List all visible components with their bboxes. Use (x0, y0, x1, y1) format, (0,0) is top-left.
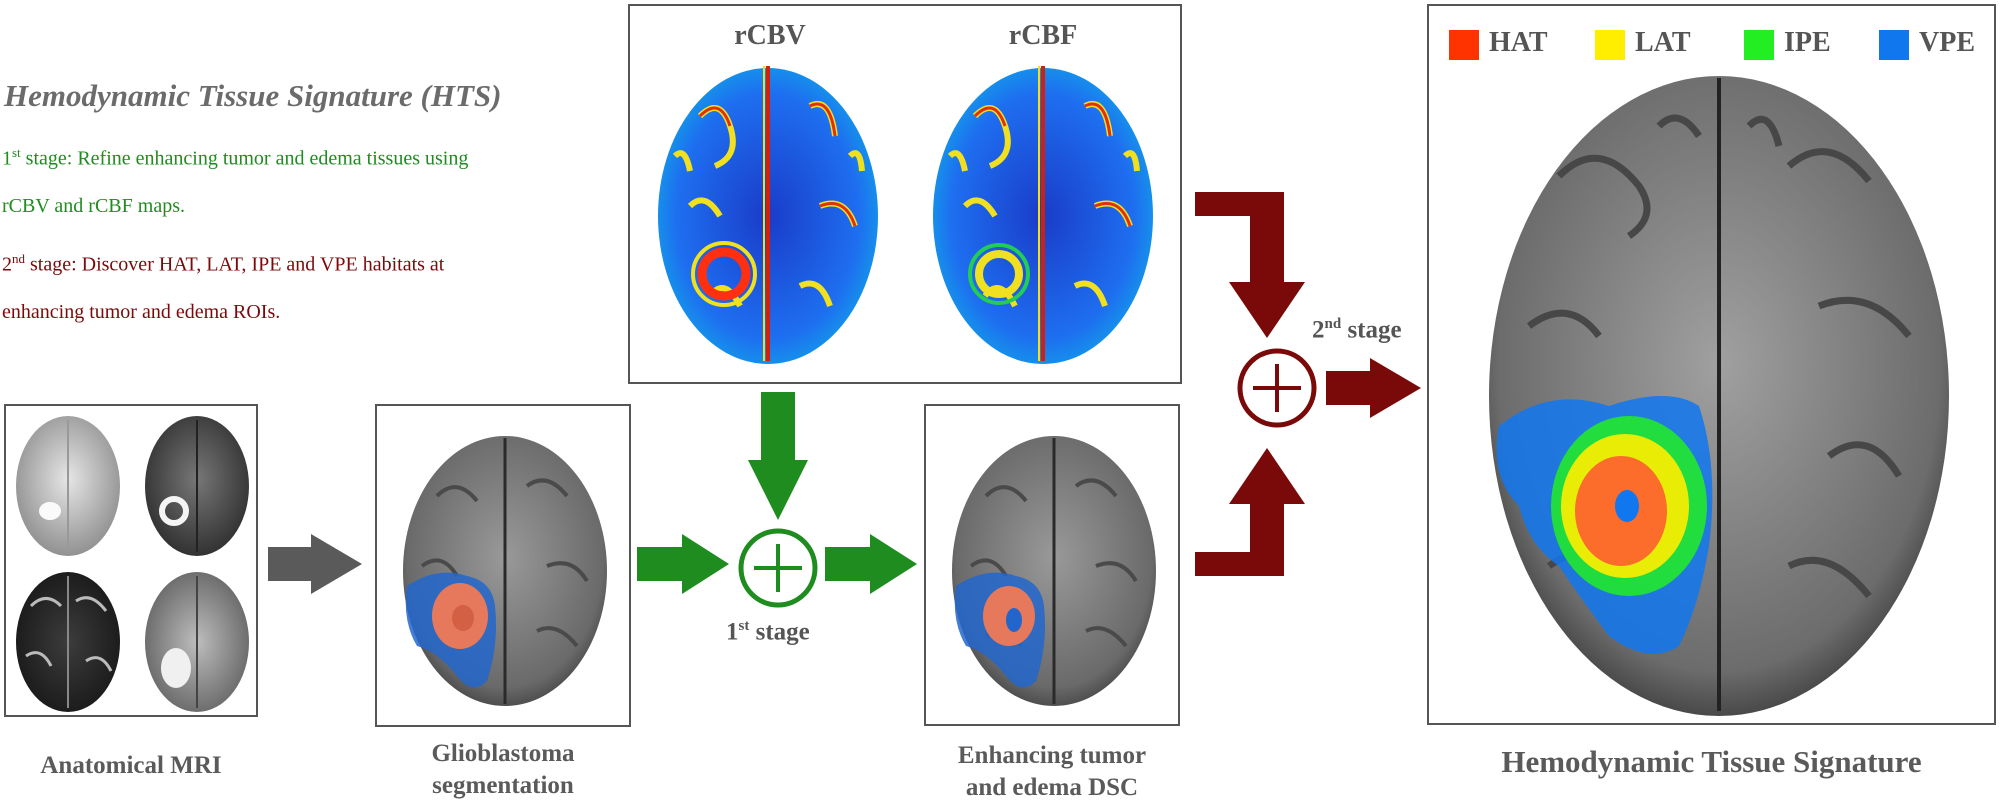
stage2-description-line1: 2nd stage: Discover HAT, LAT, IPE and VP… (2, 251, 445, 276)
enhancing-edema-panel (924, 404, 1180, 726)
segmentation-image (403, 436, 607, 706)
segmentation-caption: Glioblastoma segmentation (431, 740, 575, 799)
maroon-arrow-right (1326, 358, 1421, 418)
anatomical-mri-caption: Anatomical MRI (40, 752, 222, 779)
stage2-description-line2: enhancing tumor and edema ROIs. (2, 301, 281, 323)
rcbv-map-image (658, 66, 878, 364)
perfusion-images (658, 66, 1153, 364)
green-arrow-right (825, 534, 917, 594)
enhancing-edema-caption: Enhancing tumor and edema DSC (957, 742, 1147, 801)
legend-label-lat: LAT (1635, 27, 1691, 58)
legend-swatch-lat (1595, 30, 1625, 60)
maroon-arrow-down (1195, 192, 1305, 338)
enhancing-edema-image (952, 436, 1156, 706)
legend-label-hat: HAT (1489, 27, 1548, 58)
stage2-combine-icon (1237, 348, 1317, 428)
green-arrow-down (748, 392, 808, 520)
gray-arrow (268, 534, 362, 594)
legend-swatch-ipe (1744, 30, 1774, 60)
legend-swatch-hat (1449, 30, 1479, 60)
stage1-label: 1st stage (726, 618, 810, 646)
legend-label-vpe: VPE (1919, 27, 1975, 58)
green-arrow-left (637, 534, 729, 594)
stage1-description-line1: 1st stage: Refine enhancing tumor and ed… (2, 145, 469, 170)
hts-description-title: Hemodynamic Tissue Signature (HTS) (4, 78, 502, 113)
hts-caption: Hemodynamic Tissue Signature (1501, 744, 1922, 779)
anatomical-mri-images (16, 416, 249, 712)
legend-label-ipe: IPE (1784, 27, 1831, 58)
hts-result-panel: HAT LAT IPE VPE (1427, 4, 1996, 725)
stage2-label: 2nd stage (1312, 316, 1402, 344)
rcbf-map-image (933, 66, 1153, 364)
legend-swatch-vpe (1879, 30, 1909, 60)
perfusion-maps-panel: rCBV rCBF (628, 4, 1182, 384)
rcbf-label: rCBF (1008, 20, 1078, 51)
stage1-combine-icon (738, 528, 818, 608)
stage1-description-line2: rCBV and rCBF maps. (2, 195, 185, 217)
anatomical-mri-panel (4, 404, 258, 717)
segmentation-panel (375, 404, 631, 727)
hts-brain-image (1489, 76, 1949, 716)
rcbv-label: rCBV (734, 20, 806, 51)
maroon-arrow-up (1195, 448, 1305, 576)
